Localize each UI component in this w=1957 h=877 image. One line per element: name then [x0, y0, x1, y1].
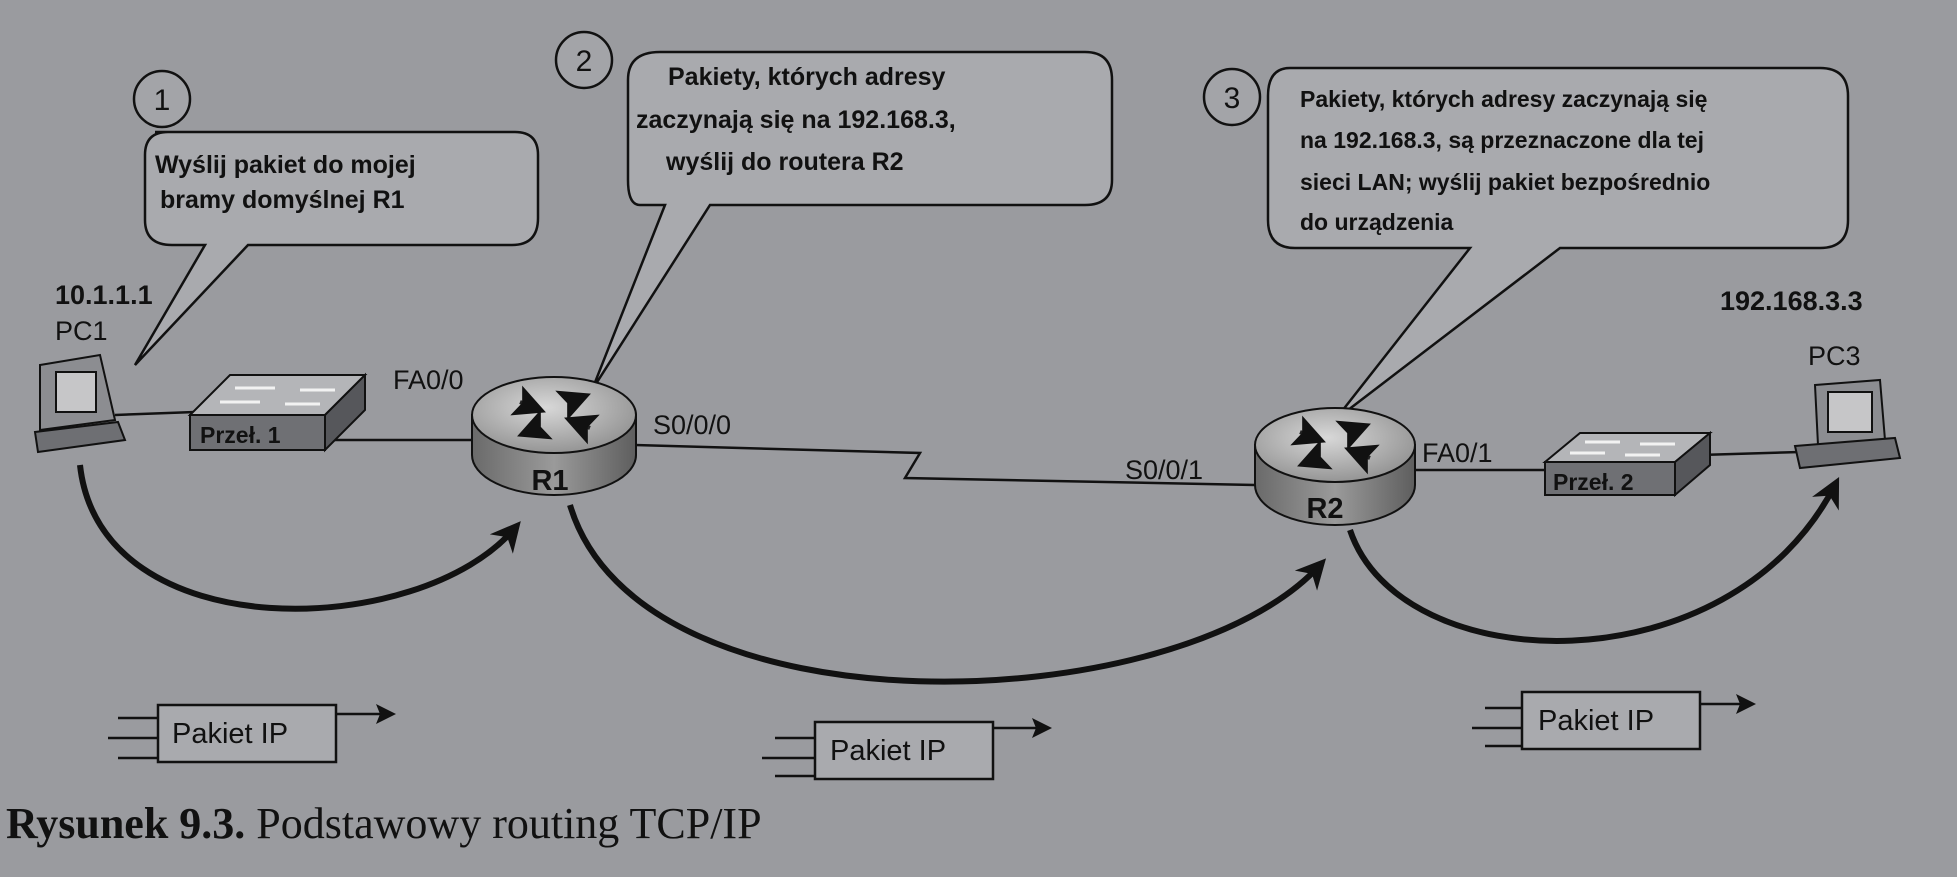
step-number-1: 1: [154, 84, 171, 117]
callout-bubble-3: Pakiety, których adresy zaczynają się na…: [1266, 66, 1850, 421]
packet-label-1: Pakiet IP: [172, 718, 288, 750]
switch2-label: Przeł. 2: [1553, 469, 1634, 495]
flow-arrow-r2-pc3: [1347, 476, 1840, 644]
pc3-computer-icon: [1793, 378, 1902, 470]
r2-fa01-label: FA0/1: [1422, 438, 1493, 468]
router-r2-label: R2: [1306, 493, 1343, 525]
router-r1-icon: R1: [471, 376, 637, 497]
cable-switch2-pc3: [1699, 450, 1801, 457]
router-r1-label: R1: [531, 465, 568, 497]
packet-box-1: Pakiet IP: [108, 703, 396, 764]
serial-link-r1-r2: [634, 443, 1256, 487]
switch1-icon: Przeł. 1: [187, 372, 368, 453]
packet-box-2: Pakiet IP: [762, 718, 1052, 781]
pc3-ip-label: 192.168.3.3: [1720, 286, 1863, 316]
bubble-2-line-1: Pakiety, których adresy: [668, 63, 946, 91]
switch2-icon: Przeł. 2: [1542, 430, 1713, 498]
bubble-1-line-2: bramy domyślnej R1: [160, 186, 405, 214]
bubble-3-line-3: sieci LAN; wyślij pakiet bezpośrednio: [1300, 169, 1710, 195]
bubble-1-line-1: Wyślij pakiet do mojej: [155, 151, 416, 179]
r1-s000-label: S0/0/0: [653, 410, 731, 440]
callout-bubble-1: Wyślij pakiet do mojej bramy domyślnej R…: [133, 130, 540, 366]
router-r2-icon: R2: [1254, 407, 1416, 526]
pc1-computer-icon: [33, 353, 127, 454]
step-number-3: 3: [1224, 82, 1241, 115]
packet-box-3: Pakiet IP: [1472, 690, 1756, 751]
figure-caption: Rysunek 9.3. Podstawowy routing TCP/IP: [6, 798, 762, 849]
step-badge-2: 2: [554, 30, 614, 90]
pc1-ip-label: 10.1.1.1: [55, 280, 153, 310]
figure-number: Rysunek 9.3.: [6, 799, 246, 848]
flow-arrow-pc1-r1: [77, 464, 521, 612]
step-badge-3: 3: [1202, 67, 1262, 127]
step-badge-1: 1: [132, 69, 192, 129]
r1-fa00-label: FA0/0: [393, 365, 464, 395]
bubble-2-line-2: zaczynają się na 192.168.3,: [636, 106, 956, 134]
cable-pc1-switch1: [114, 410, 196, 417]
step-number-2: 2: [576, 45, 593, 78]
packet-label-2: Pakiet IP: [830, 735, 946, 767]
figure-title: Podstawowy routing TCP/IP: [245, 799, 762, 848]
bubble-3-line-2: na 192.168.3, są przeznaczone dla tej: [1300, 127, 1704, 153]
bubble-2-line-3: wyślij do routera R2: [665, 148, 904, 176]
pc1-name-label: PC1: [55, 316, 108, 346]
flow-arrow-r1-r2: [567, 504, 1327, 685]
pc3-name-label: PC3: [1808, 341, 1861, 371]
callout-bubble-2: Pakiety, których adresy zaczynają się na…: [590, 50, 1114, 391]
r2-s001-label: S0/0/1: [1125, 455, 1203, 485]
bubble-3-line-4: do urządzenia: [1300, 209, 1454, 235]
switch1-label: Przeł. 1: [200, 422, 281, 448]
packet-label-3: Pakiet IP: [1538, 705, 1654, 737]
bubble-3-line-1: Pakiety, których adresy zaczynają się: [1300, 86, 1707, 112]
